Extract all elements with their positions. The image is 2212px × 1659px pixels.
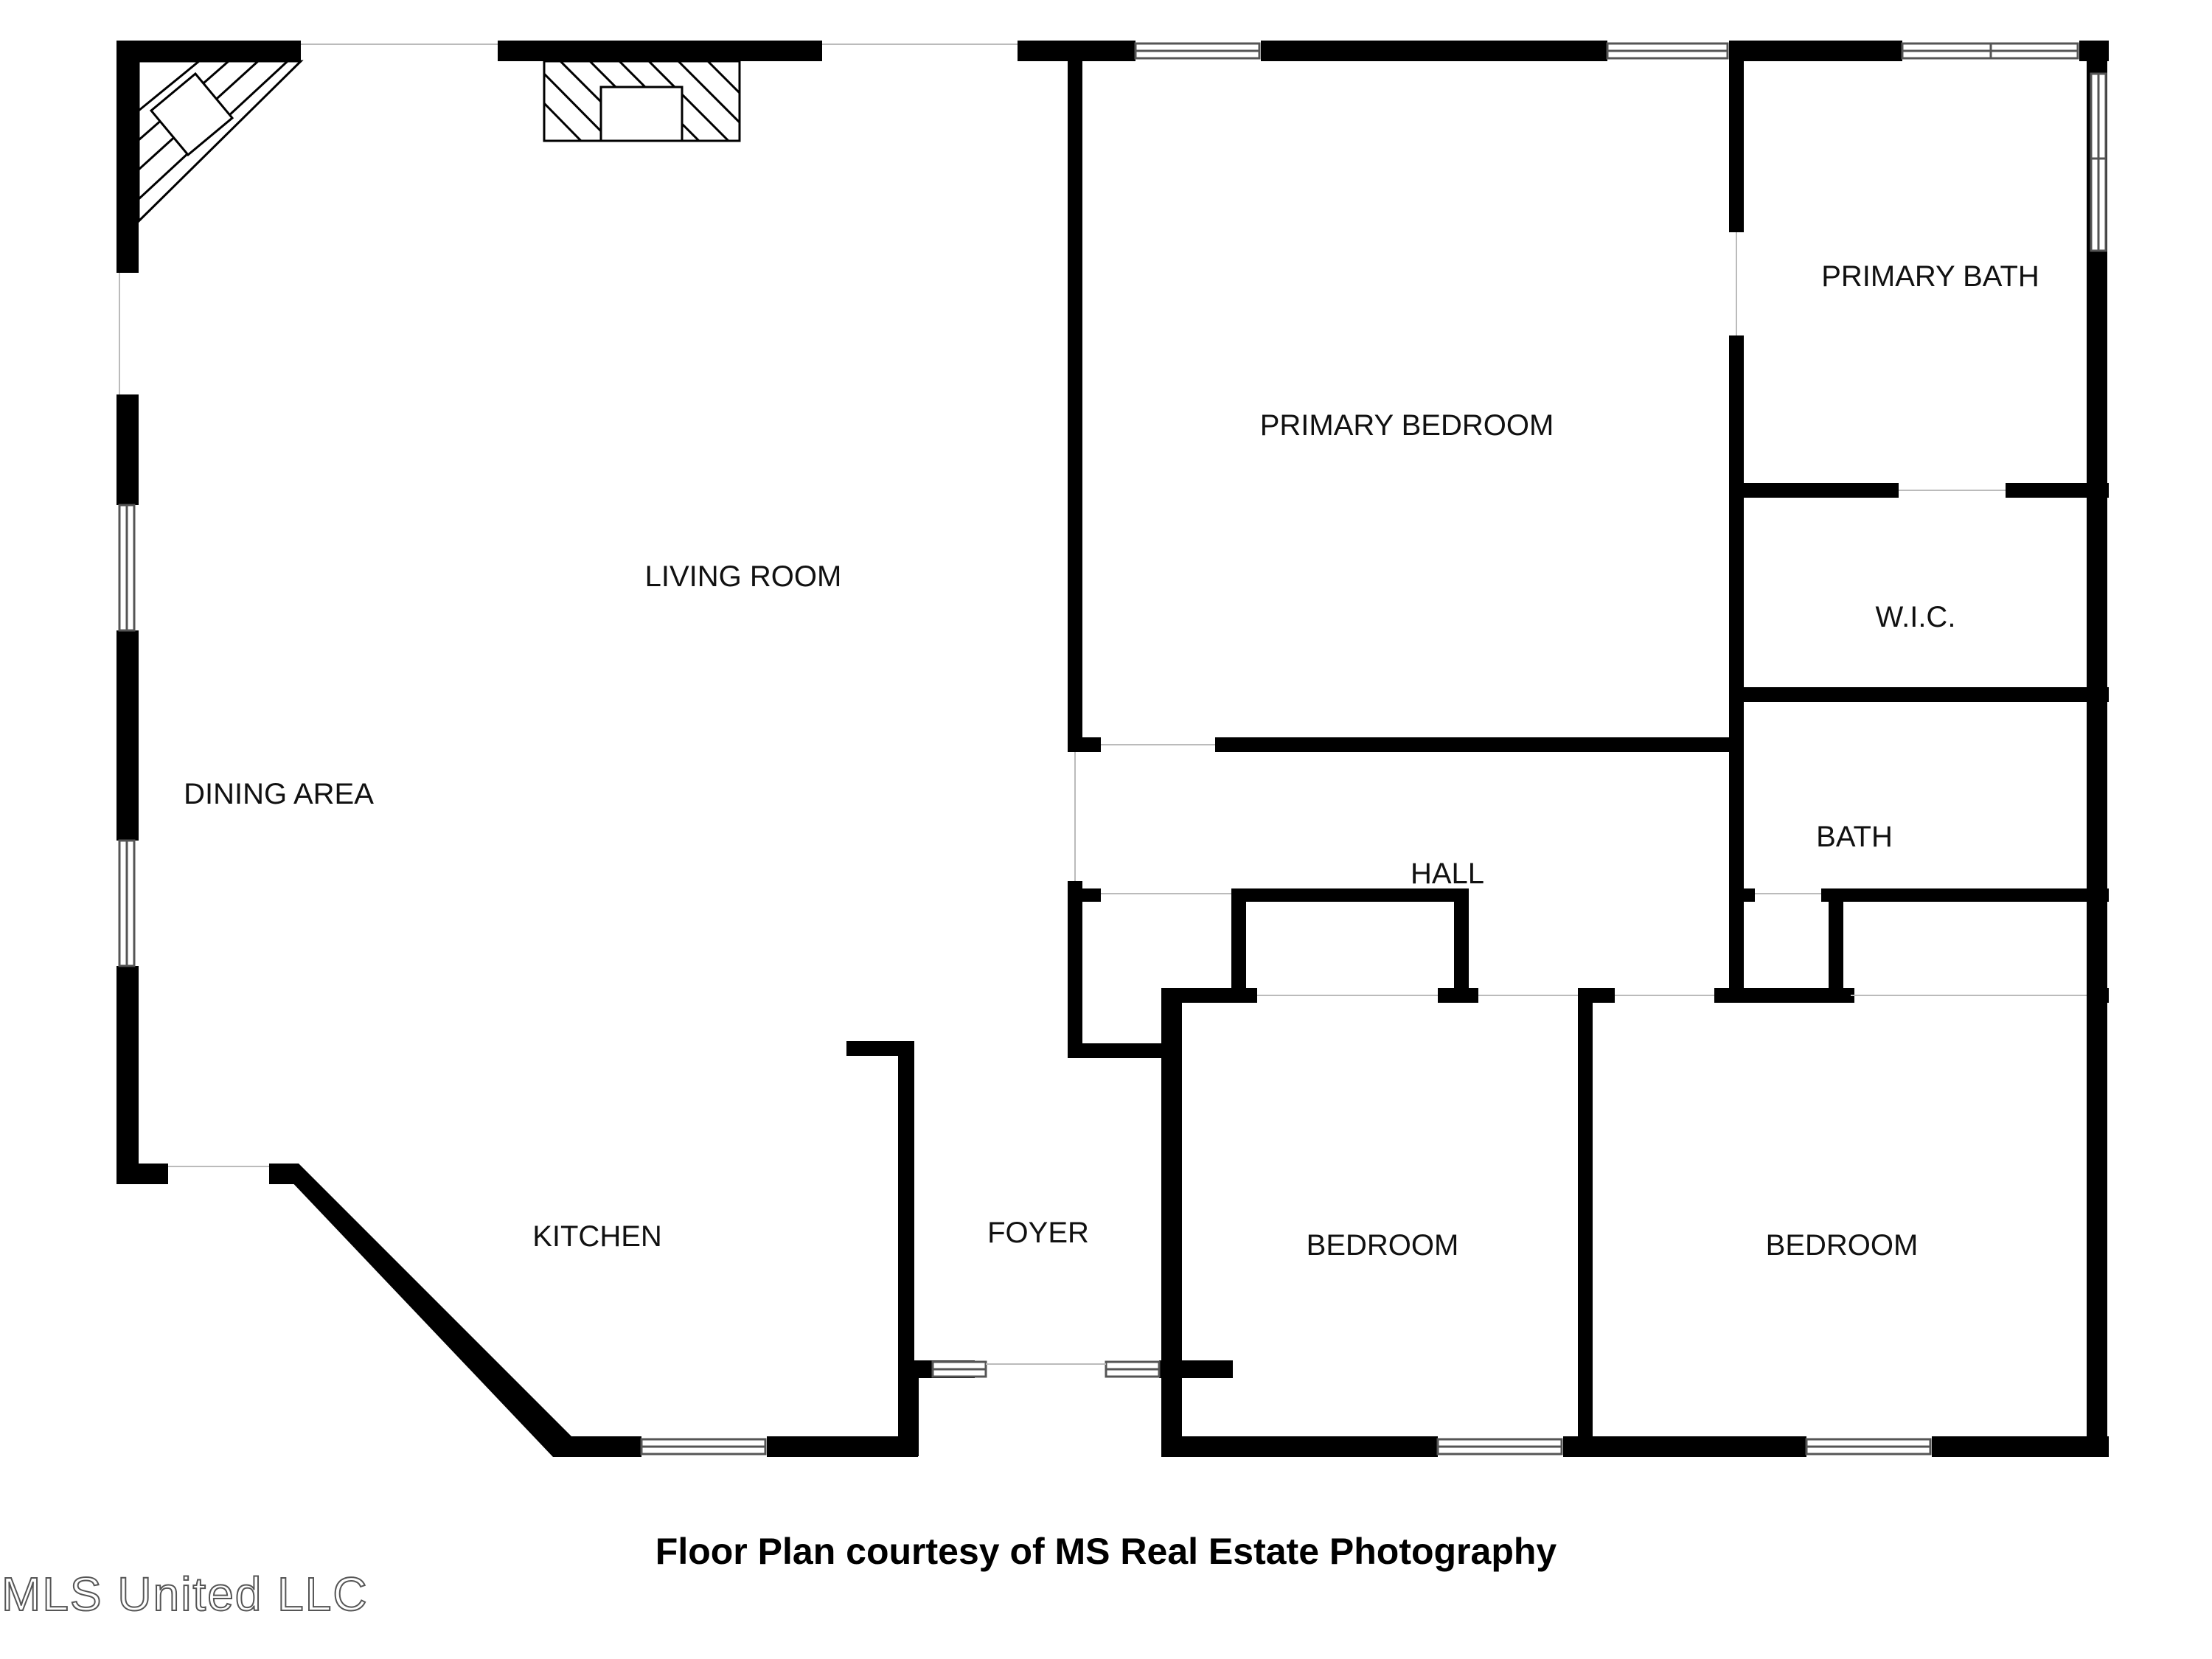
living-room-label: LIVING ROOM	[645, 560, 842, 593]
watermark: MLS United LLC	[1, 1567, 369, 1621]
primary-bedroom-label: PRIMARY BEDROOM	[1260, 409, 1554, 442]
hall-label: HALL	[1411, 858, 1484, 890]
floor-plan-caption: Floor Plan courtesy of MS Real Estate Ph…	[655, 1531, 1557, 1572]
angled-wall	[274, 1164, 571, 1457]
windows	[118, 42, 2107, 1455]
opening-lines	[119, 44, 2087, 1365]
exterior-walls	[116, 41, 2109, 1457]
kitchen-label: KITCHEN	[532, 1220, 662, 1253]
wic-label: W.I.C.	[1876, 601, 1956, 633]
bedroom-right-label: BEDROOM	[1766, 1229, 1919, 1262]
foyer-label: FOYER	[987, 1217, 1089, 1249]
primary-bath-label: PRIMARY BATH	[1821, 260, 2039, 293]
corner-fireplace	[137, 60, 304, 224]
bedroom-left-label: BEDROOM	[1307, 1229, 1459, 1262]
wall-fireplace	[543, 60, 741, 142]
bath-label: BATH	[1816, 821, 1893, 853]
dining-area-label: DINING AREA	[184, 778, 374, 810]
interior-walls	[846, 41, 2109, 1449]
